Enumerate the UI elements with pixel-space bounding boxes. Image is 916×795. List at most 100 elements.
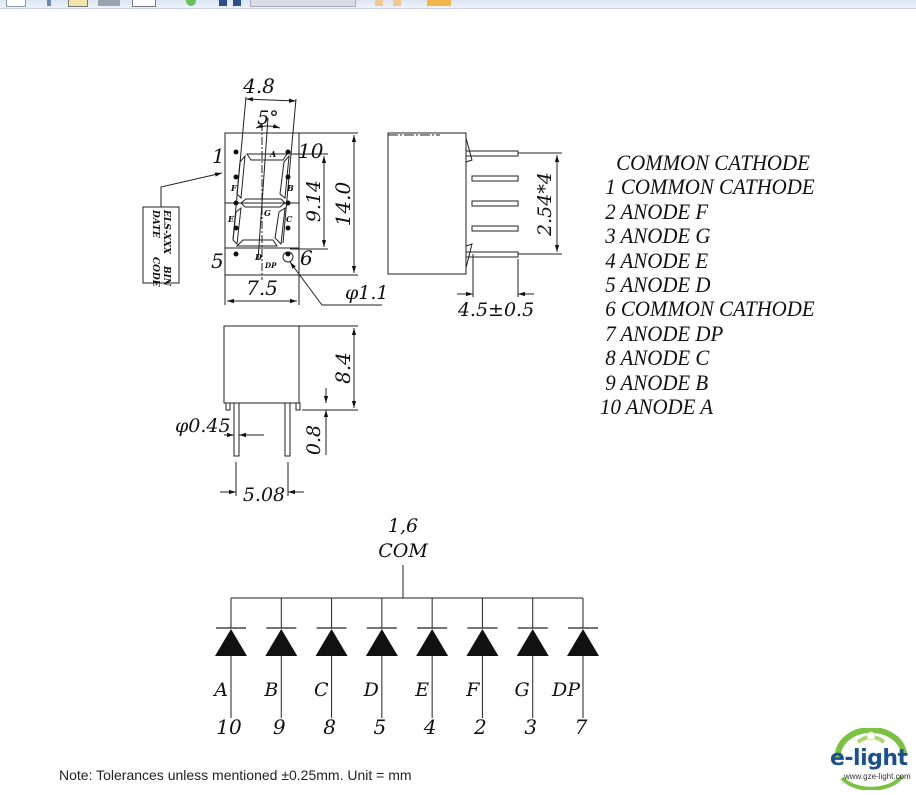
dim-text-4-8: 4.8: [242, 74, 275, 98]
label-model: ELS-XXX: [161, 209, 171, 255]
dim-text-hole-diameter: φ1.1: [345, 282, 389, 304]
side-view: [387, 132, 562, 297]
save-icon[interactable]: [219, 0, 227, 6]
pin-list-item: 3 ANODE G: [600, 223, 711, 249]
pin-list-items: 1 COMMON CATHODE 2 ANODE F 3 ANODE G 4 A…: [600, 174, 815, 420]
pin-list-item: 8 ANODE C: [600, 345, 710, 371]
diode-triangle-icon: [265, 629, 298, 656]
pin-list-item: 6 COMMON CATHODE: [600, 296, 815, 322]
side-pins: [465, 150, 519, 258]
label-date: DATE: [150, 209, 160, 238]
pin-list-item: 2 ANODE F: [600, 198, 709, 224]
diode-segment-label: DP: [551, 679, 581, 701]
diode-pin-number: 2: [473, 715, 487, 739]
bottom-pin-left: [233, 402, 240, 457]
diode-segment-label: D: [363, 679, 379, 701]
slant-line-left: [232, 96, 247, 241]
side-notch-bottom: [465, 243, 473, 269]
pin-list-item: 10 ANODE A: [600, 394, 714, 420]
com-label: COM: [378, 540, 428, 562]
dim-text-14-0: 14.0: [331, 181, 355, 226]
diode-pin-number: 5: [373, 715, 386, 739]
pin-list-item: 1 COMMON CATHODE: [600, 174, 815, 200]
dim-text-8-4: 8.4: [331, 352, 355, 384]
folder-icon[interactable]: [68, 0, 88, 7]
leader-hole-diameter: [289, 261, 382, 306]
dim-line-4-8: [245, 97, 297, 103]
com-pins-label: 1,6: [388, 515, 418, 537]
diode-pin-number: 4: [423, 715, 437, 739]
label-code: CODE: [150, 257, 160, 287]
segment-a: [246, 153, 288, 161]
segment-label-a: A: [269, 149, 276, 159]
diode-a: A 10: [212, 598, 247, 739]
leader-label-box: [160, 172, 223, 207]
label-box-text: ELS-XXX BIN DATE CODE: [150, 209, 171, 287]
bottom-view: [220, 325, 358, 496]
diode-segment-label: F: [465, 679, 480, 701]
dim-text-pitch: 2.54*4: [534, 172, 556, 237]
print-icon[interactable]: [233, 0, 241, 6]
diode-triangle-icon: [516, 629, 549, 656]
segment-label-b: B: [286, 183, 294, 193]
bottom-pin-right: [284, 402, 291, 457]
dim-text-angle: 5°: [257, 107, 279, 129]
diode-segment-label: B: [263, 679, 278, 701]
segment-c: [274, 206, 286, 246]
front-view: [142, 96, 382, 306]
pin-list-item: 5 ANODE D: [600, 272, 711, 298]
browser-toolbar: [0, 0, 916, 9]
diode-pin-number: 9: [273, 715, 286, 739]
segment-label-d: D: [254, 252, 262, 262]
slant-axis: [257, 117, 269, 261]
address-bar[interactable]: [250, 0, 356, 7]
diode-triangle-icon: [315, 629, 348, 656]
diode-triangle-icon: [215, 629, 247, 656]
segment-label-g: G: [264, 208, 271, 218]
diode-triangle-icon: [567, 629, 599, 656]
pin-label-5: 5: [211, 249, 224, 273]
diode-g: G3: [515, 598, 549, 739]
e-light-logo[interactable]: e-light www.gze-light.com: [828, 728, 914, 790]
label-box: [142, 206, 180, 284]
diode-triangle-icon: [365, 629, 398, 656]
pin-list-item: 9 ANODE B: [600, 369, 709, 395]
window-icon[interactable]: [98, 0, 120, 6]
image-icon[interactable]: [132, 0, 156, 7]
segment-labels: A B C D E F G DP: [227, 149, 294, 270]
segment-label-dp: DP: [264, 261, 277, 270]
dim-text-9-14: 9.14: [303, 180, 325, 222]
pin-list-item: 4 ANODE E: [600, 247, 709, 273]
export-icon[interactable]: [427, 0, 451, 6]
slant-line-right: [282, 98, 297, 244]
dim-text-7-5: 7.5: [246, 276, 278, 300]
diode-triangle-icon: [466, 629, 499, 656]
pin-list-title: COMMON CATHODE: [616, 150, 810, 175]
page-icon[interactable]: [6, 0, 26, 7]
pin-dots: [233, 149, 291, 257]
dim-angle-arc: [255, 123, 281, 129]
dim-text-pin-diameter: φ0.45: [175, 415, 231, 437]
bottom-stub-right: [295, 402, 301, 411]
forward-icon[interactable]: [393, 0, 401, 6]
dim-text-standoff: 0.8: [303, 425, 325, 455]
back-icon[interactable]: [375, 0, 383, 6]
diode-triangle-icon: [416, 629, 449, 656]
side-notch-top: [465, 137, 473, 163]
pin-list-item: 7 ANODE DP: [600, 320, 724, 346]
diode-c: C8: [314, 598, 348, 739]
diode-segment-label: A: [212, 679, 228, 701]
diode-pin-number: 10: [216, 715, 242, 739]
bottom-stub-left: [225, 402, 231, 411]
diode-d: D5: [363, 598, 398, 739]
diode-segment-label: C: [314, 679, 329, 701]
side-body-outline: [387, 132, 467, 275]
bottom-body-outline: [223, 325, 300, 404]
segment-g: [240, 198, 286, 208]
attach-icon[interactable]: [47, 0, 51, 6]
refresh-icon[interactable]: [186, 0, 196, 6]
dim-text-pin-length: 4.5±0.5: [457, 299, 534, 321]
